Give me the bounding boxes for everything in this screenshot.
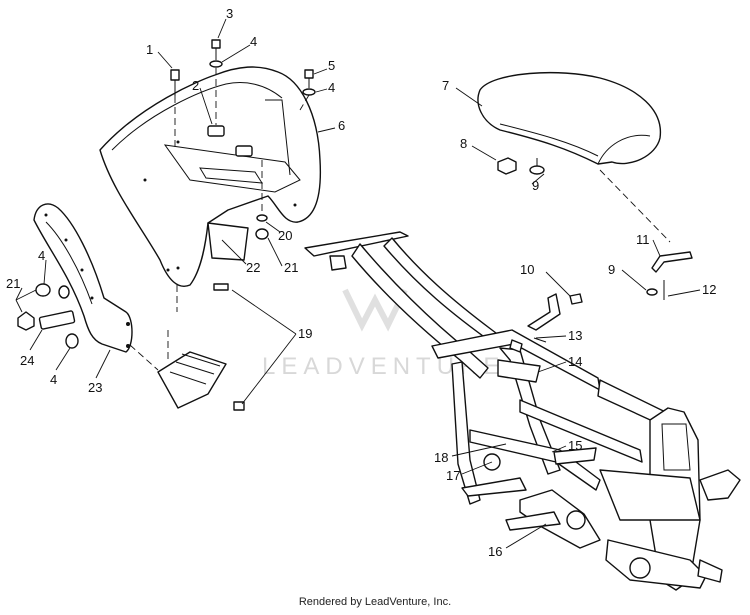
callout-4: 4	[38, 248, 45, 263]
callout-3: 3	[226, 6, 233, 21]
callout-9: 9	[532, 178, 539, 193]
callout-23: 23	[88, 380, 102, 395]
left-fender[interactable]	[33, 203, 133, 353]
callout-6: 6	[338, 118, 345, 133]
footrest[interactable]	[157, 351, 227, 409]
callout-labels: 1 2 3 4 5 4 6 7 8 9 20 22 21 11 9 12 10 …	[6, 6, 716, 559]
callout-4: 4	[50, 372, 57, 387]
seat-fasteners[interactable]	[497, 157, 545, 175]
callout-20: 20	[278, 228, 292, 243]
callout-21: 21	[6, 276, 20, 291]
callout-13: 13	[568, 328, 582, 343]
callout-16: 16	[488, 544, 502, 559]
rear-fender[interactable]	[99, 66, 322, 287]
callout-4: 4	[328, 80, 335, 95]
callout-17: 17	[446, 468, 460, 483]
fasteners-top[interactable]	[170, 39, 316, 411]
callout-12: 12	[702, 282, 716, 297]
seat[interactable]	[477, 71, 662, 165]
callout-9: 9	[608, 262, 615, 277]
callout-1: 1	[146, 42, 153, 57]
callout-18: 18	[434, 450, 448, 465]
leader-lines	[15, 18, 701, 549]
fender-fasteners[interactable]	[17, 283, 79, 349]
callout-4: 4	[250, 34, 257, 49]
callout-22: 22	[246, 260, 260, 275]
callout-8: 8	[460, 136, 467, 151]
callout-5: 5	[328, 58, 335, 73]
callout-21: 21	[284, 260, 298, 275]
callout-15: 15	[568, 438, 582, 453]
callout-24: 24	[20, 353, 34, 368]
callout-11: 11	[636, 232, 650, 247]
callout-19: 19	[298, 326, 312, 341]
callout-14: 14	[568, 354, 582, 369]
seat-bracket[interactable]	[646, 251, 693, 300]
callout-7: 7	[442, 78, 449, 93]
callout-10: 10	[520, 262, 534, 277]
callout-2: 2	[192, 78, 199, 93]
footer-credit: Rendered by LeadVenture, Inc.	[298, 596, 452, 608]
frame[interactable]	[304, 231, 741, 591]
